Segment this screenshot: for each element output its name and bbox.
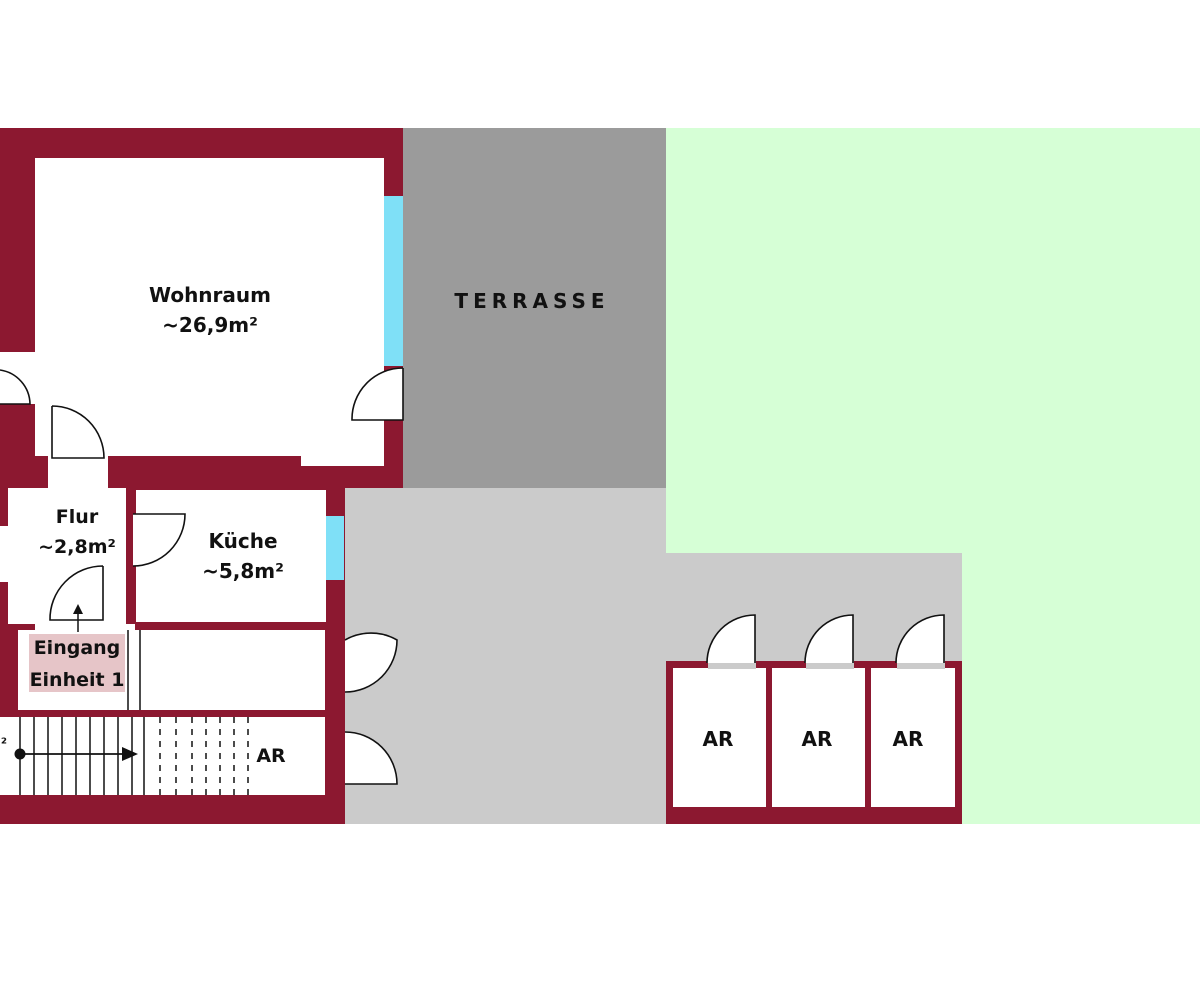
entrance-label-bg (29, 634, 125, 692)
yard-door-lower (344, 731, 398, 785)
storage-room-1 (673, 668, 766, 807)
storage-label-2: AR (802, 727, 833, 751)
storage-block (666, 614, 962, 824)
flur-name: Flur (56, 506, 99, 528)
storage-room-2 (772, 668, 865, 807)
flur-opening-top (48, 456, 108, 490)
entrance-gap (35, 618, 135, 632)
entrance-label-line2: Einheit 1 (30, 669, 125, 691)
storage-door-3 (895, 614, 945, 664)
storage-door-1 (706, 614, 756, 664)
flur-wohnraum-door (51, 405, 105, 459)
terrace-area (403, 128, 666, 488)
kueche-area: ~5,8m² (202, 559, 284, 583)
stair-room-label: AR (256, 745, 286, 767)
wohnraum-floor (35, 158, 384, 456)
stair-edge-unit: ² (1, 736, 7, 752)
terrace-door (351, 367, 404, 421)
terrace-label: TERRASSE (454, 289, 609, 313)
stair-arrow-head (122, 747, 138, 761)
wohnraum-floor-ext (301, 430, 384, 466)
wohnraum-name: Wohnraum (149, 283, 271, 307)
wall-stair-left-top (0, 710, 20, 717)
storage-label-3: AR (893, 727, 924, 751)
kueche-floor (136, 490, 326, 622)
wohnraum-window (384, 196, 403, 366)
entrance-label-line1: Eingang (34, 637, 121, 659)
kueche-name: Küche (208, 529, 277, 553)
kueche-window (326, 516, 344, 580)
wall-corridor-stair (18, 710, 325, 717)
wall-flur-kueche (126, 488, 136, 624)
stair-start-dot (14, 748, 26, 760)
entrance-marker (29, 604, 125, 692)
entrance-door (49, 565, 104, 621)
windows (326, 196, 403, 580)
wall-kueche-corridor (136, 622, 326, 630)
yard-door-upper (344, 632, 398, 693)
wohnraum-area: ~26,9m² (162, 313, 258, 337)
flur-left-gap (0, 526, 10, 582)
doors (0, 367, 404, 785)
storage-room-3 (871, 668, 955, 807)
flur-kueche-door (132, 513, 186, 567)
storage-label-1: AR (703, 727, 734, 751)
storage-door-2 (804, 614, 854, 664)
flur-area: ~2,8m² (38, 536, 116, 558)
stair-room-floor (0, 717, 325, 795)
left-door (0, 369, 31, 405)
interior-walls (0, 488, 326, 717)
